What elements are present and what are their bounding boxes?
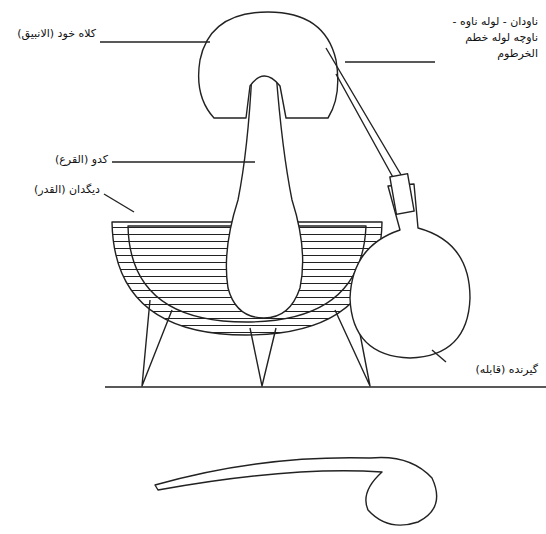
spout-tube <box>326 48 410 190</box>
leader-line <box>432 350 446 362</box>
alembic-head <box>199 12 338 118</box>
part-label: ناودان - لوله ناوه - ناوچه لوله خطم الخر… <box>436 14 540 62</box>
retort-sketch <box>155 457 437 525</box>
floor-line <box>105 386 546 387</box>
leader-line <box>104 194 134 212</box>
leader-line <box>345 61 435 62</box>
leader-line <box>100 41 210 42</box>
part-label: کلاه خود (الانبیق) <box>15 26 98 42</box>
part-label: دیگدان (القدر) <box>32 182 102 198</box>
tripod-leg <box>250 328 276 386</box>
part-label: کدو (القرع) <box>53 152 110 168</box>
part-label: گیرنده (قابله) <box>473 362 540 378</box>
leader-line <box>112 161 255 162</box>
spout-joint <box>390 174 414 215</box>
